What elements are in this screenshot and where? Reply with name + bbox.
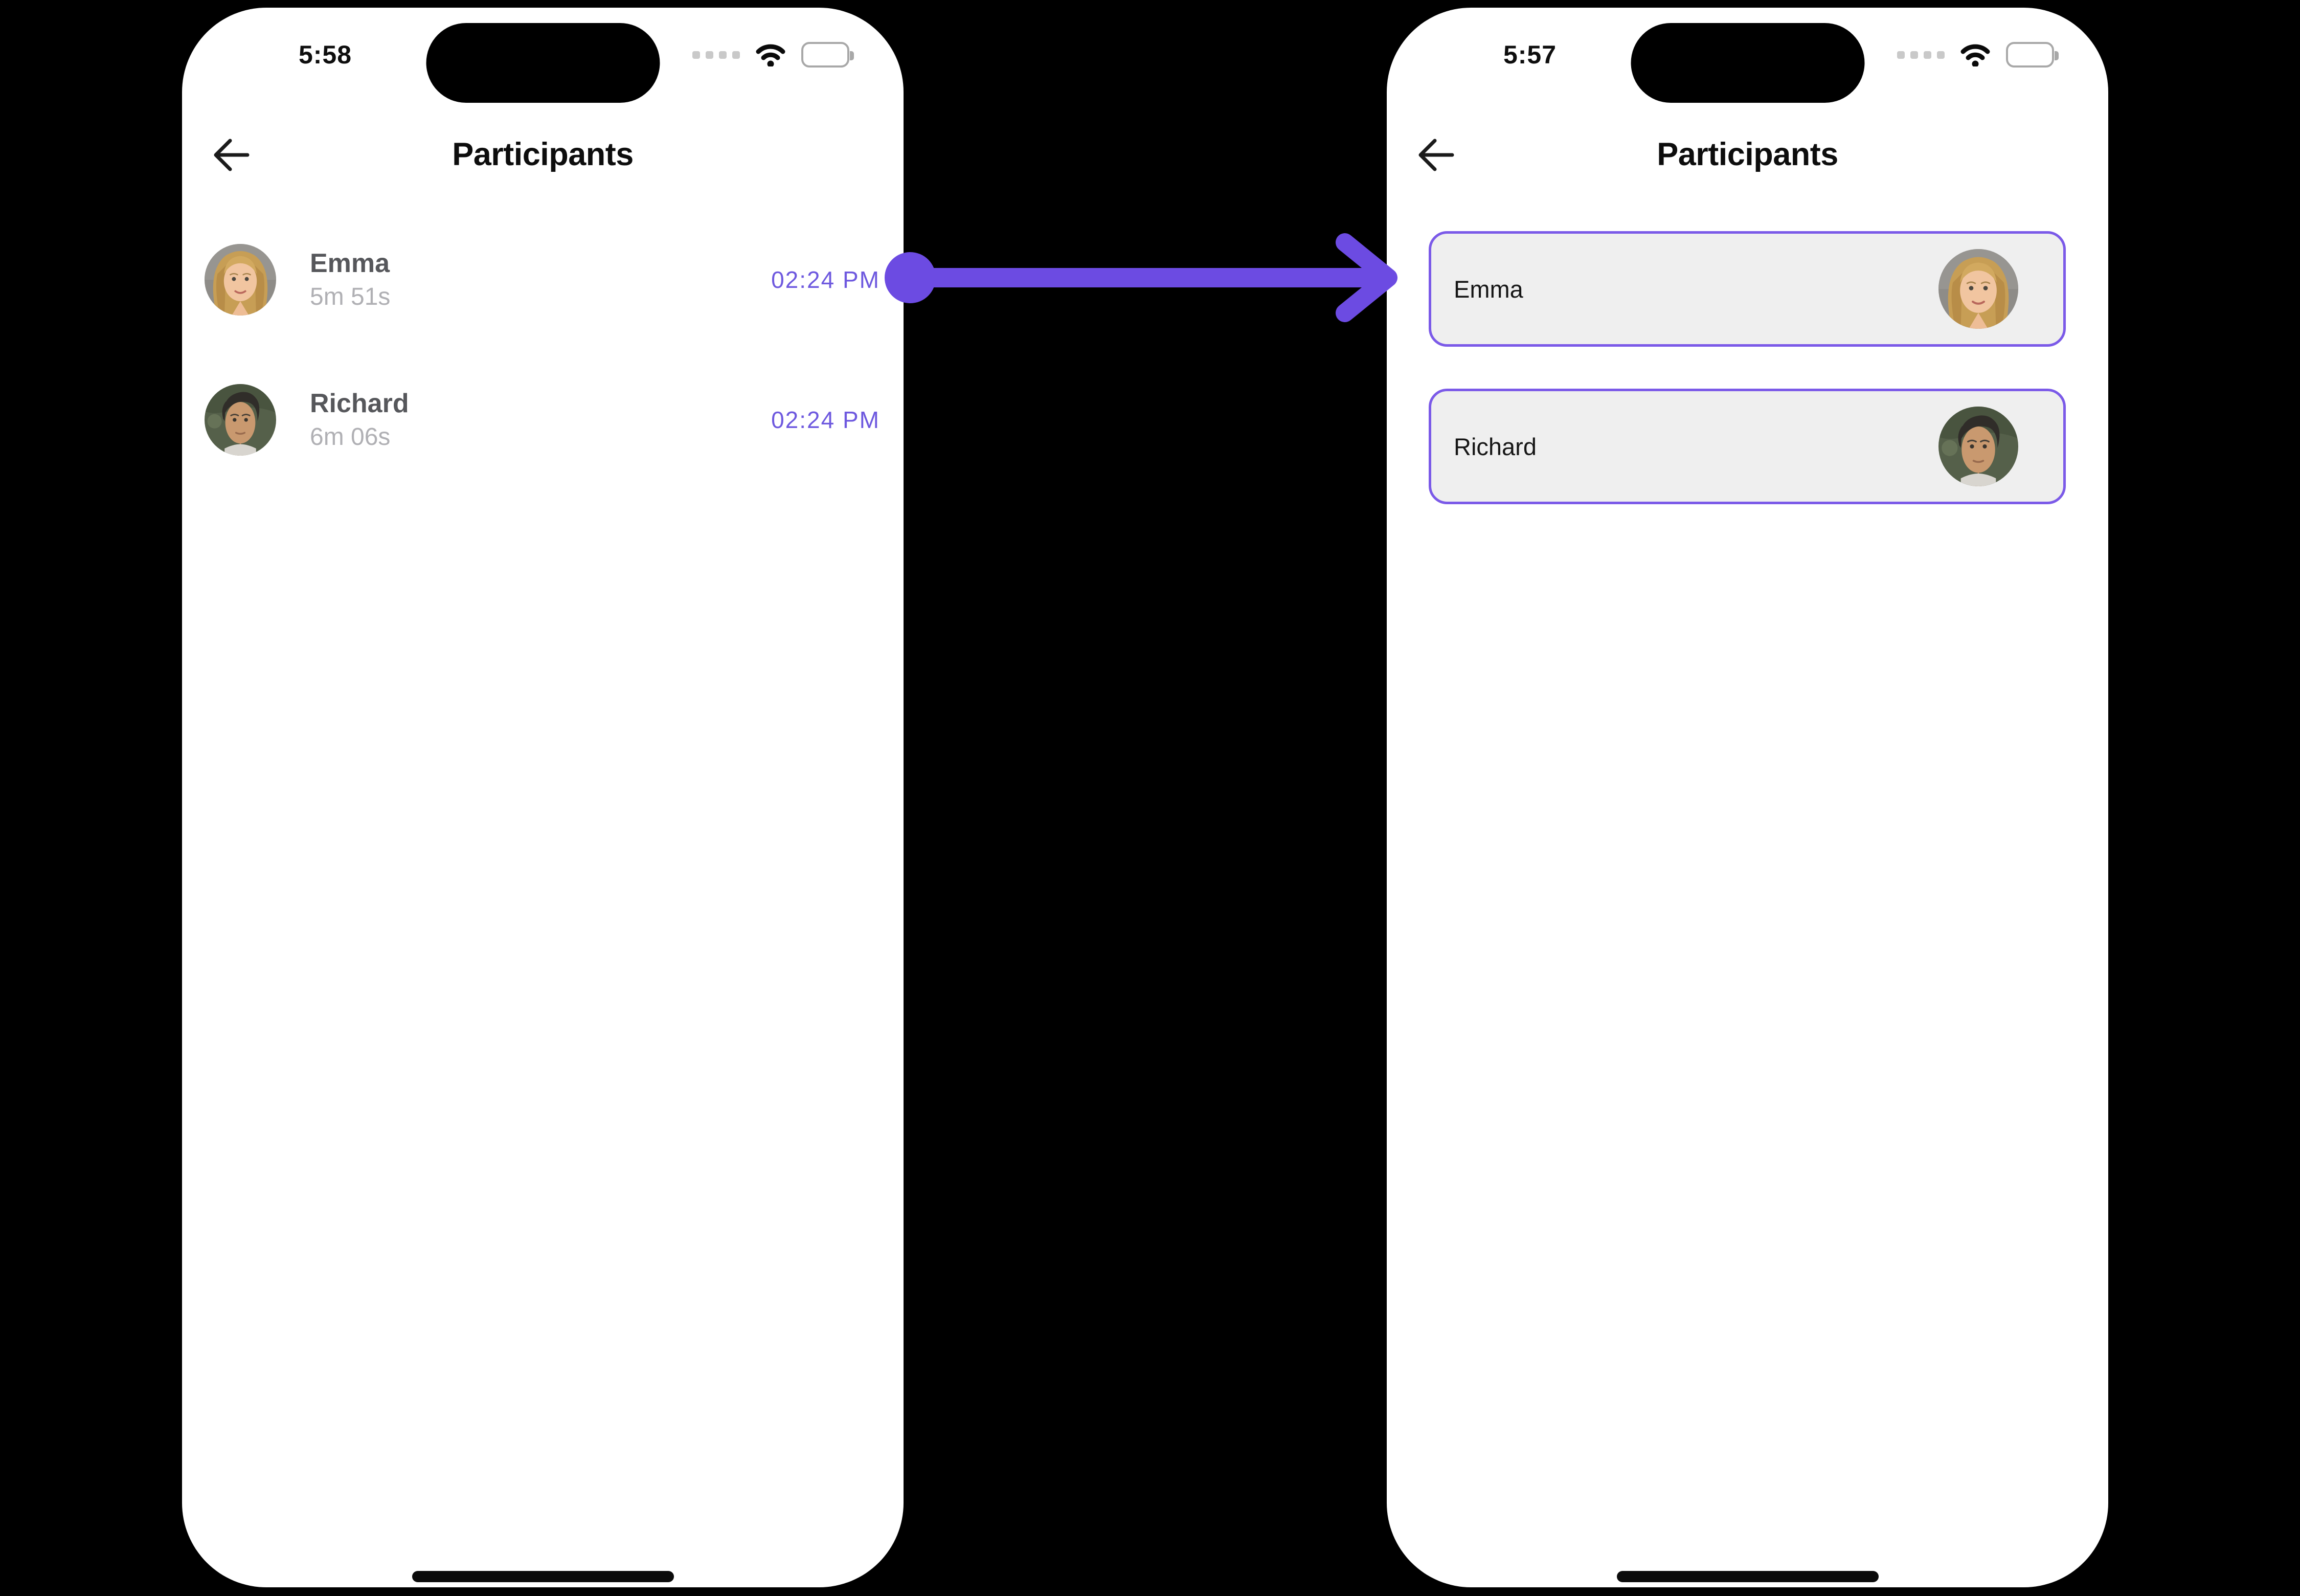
wifi-icon [755,43,786,66]
emma-avatar [205,244,276,316]
participant-row-emma[interactable]: Emma 5m 51s 02:24 PM [205,242,880,318]
participant-name: Emma [310,249,390,278]
participant-card-richard[interactable]: Richard [1429,389,2066,504]
home-indicator [1616,1571,1879,1582]
page-title: Participants [1657,137,1838,172]
left-phone-frame: 5:58 Participants Emma 5m 51s 02:24 PM [182,8,904,1587]
status-icons [1897,39,2059,70]
page-title: Participants [452,137,634,172]
home-indicator [412,1571,674,1582]
status-icons [692,39,854,70]
flow-arrow-annotation [885,233,1397,322]
participant-duration: 5m 51s [310,283,391,310]
battery-icon [801,42,854,68]
cellular-dots-icon [1897,51,1945,59]
richard-avatar [205,384,276,456]
participant-join-time: 02:24 PM [771,407,880,433]
arrow-head [1336,233,1397,322]
dynamic-island [426,23,660,103]
participant-name: Richard [1454,433,1537,460]
participant-name: Emma [1454,275,1523,303]
battery-icon [2006,42,2059,68]
participant-name: Richard [310,389,409,418]
right-phone-frame: 5:57 Participants Emma Richard [1387,8,2108,1587]
participant-duration: 6m 06s [310,423,391,451]
status-time: 5:57 [1503,40,1557,69]
dynamic-island [1631,23,1864,103]
richard-avatar [1938,407,2018,486]
participant-join-time: 02:24 PM [771,266,880,293]
participant-row-richard[interactable]: Richard 6m 06s 02:24 PM [205,382,880,458]
emma-avatar [1938,249,2018,329]
wifi-icon [1960,43,1991,66]
cellular-dots-icon [692,51,740,59]
status-time: 5:58 [298,40,352,69]
participant-card-emma[interactable]: Emma [1429,231,2066,347]
